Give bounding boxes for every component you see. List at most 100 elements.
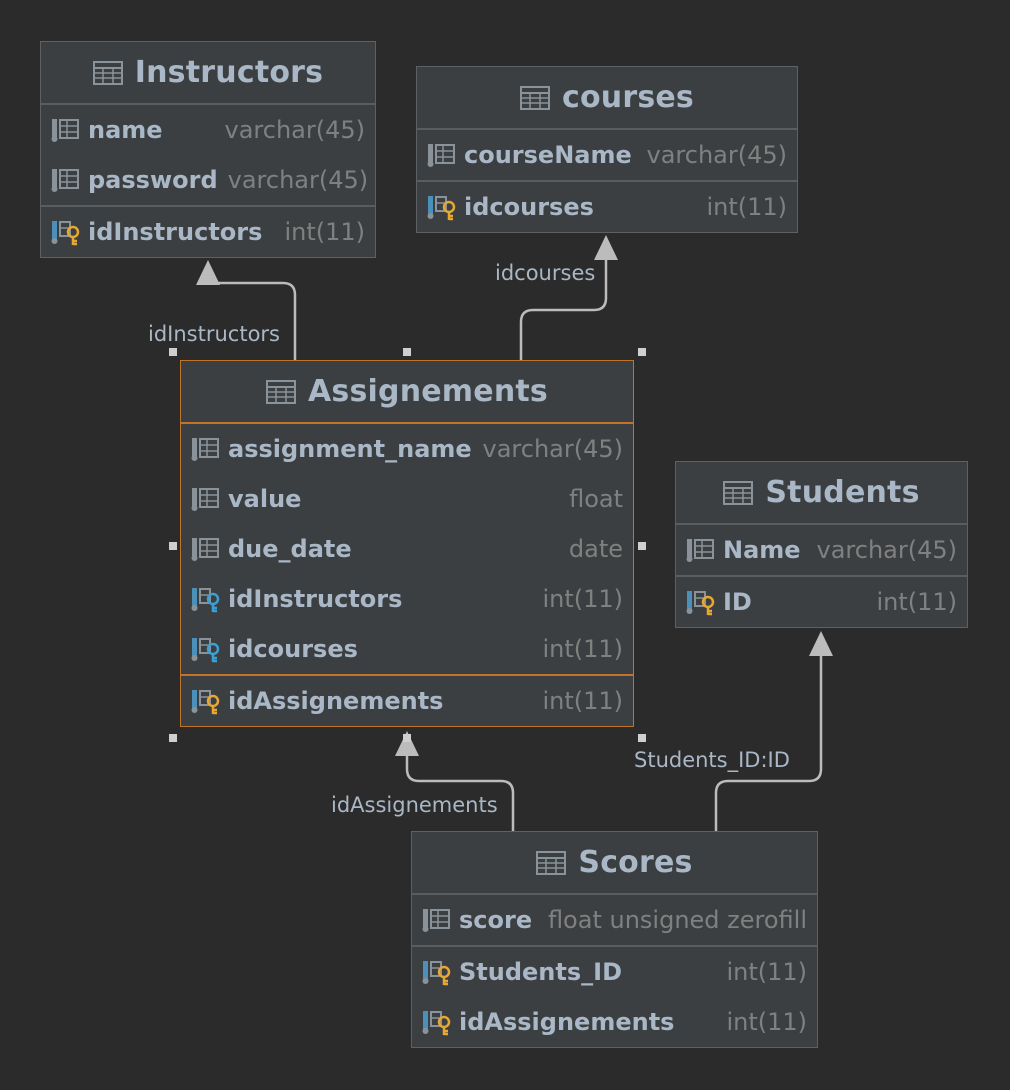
- selection-handle[interactable]: [638, 542, 646, 550]
- column-section: Name varchar(45): [676, 525, 967, 575]
- column-row[interactable]: assignment_name varchar(45): [181, 424, 633, 474]
- column-icon: [421, 907, 453, 933]
- column-row[interactable]: courseName varchar(45): [417, 130, 797, 180]
- table-scores[interactable]: Scores score float unsigned zerofill Stud…: [411, 831, 818, 1048]
- column-icon: [50, 167, 82, 193]
- column-name: assignment_name: [228, 435, 472, 463]
- selection-handle[interactable]: [169, 734, 177, 742]
- column-row[interactable]: Name varchar(45): [676, 525, 967, 575]
- column-name: password: [88, 166, 218, 194]
- key-section: idInstructors int(11): [41, 205, 375, 257]
- column-type: varchar(45): [646, 141, 788, 169]
- column-icon: [50, 117, 82, 143]
- column-type: int(11): [542, 585, 623, 613]
- table-icon: [92, 60, 123, 85]
- selection-handle[interactable]: [638, 348, 646, 356]
- table-icon: [723, 480, 754, 505]
- column-name: Name: [723, 536, 801, 564]
- primary-key-icon: [50, 219, 82, 246]
- column-name: idAssignements: [459, 1008, 675, 1036]
- column-type: int(11): [542, 635, 623, 663]
- column-name: idcourses: [464, 193, 594, 221]
- relation-label: idcourses: [495, 261, 596, 285]
- column-name: idAssignements: [228, 687, 444, 715]
- column-section: courseName varchar(45): [417, 130, 797, 180]
- column-icon: [190, 436, 222, 462]
- column-type: float unsigned zerofill: [547, 906, 807, 934]
- primary-foreign-key-icon: [421, 1009, 453, 1036]
- column-name: name: [88, 116, 163, 144]
- table-header: Scores: [412, 832, 817, 895]
- column-name: idInstructors: [228, 585, 403, 613]
- column-row[interactable]: idAssignements int(11): [412, 997, 817, 1047]
- column-row[interactable]: score float unsigned zerofill: [412, 895, 817, 945]
- selection-handle[interactable]: [169, 542, 177, 550]
- column-icon: [685, 537, 717, 563]
- selection-handle[interactable]: [169, 348, 177, 356]
- table-header: courses: [417, 67, 797, 130]
- column-type: float: [569, 485, 623, 513]
- relation-arrowhead: [395, 731, 419, 756]
- column-name: value: [228, 485, 302, 513]
- relation-line-scores-assignements[interactable]: [405, 756, 515, 831]
- table-title: Instructors: [134, 55, 324, 90]
- selection-handle[interactable]: [638, 734, 646, 742]
- column-icon: [190, 486, 222, 512]
- column-row[interactable]: password varchar(45): [41, 155, 375, 205]
- primary-key-icon: [190, 688, 222, 715]
- column-section: assignment_name varchar(45) value float du…: [181, 424, 633, 674]
- column-row[interactable]: idcourses int(11): [181, 624, 633, 674]
- column-name: Students_ID: [459, 958, 622, 986]
- relation-line-assignements-courses[interactable]: [519, 260, 608, 360]
- table-title: Students: [765, 475, 920, 510]
- column-type: varchar(45): [227, 166, 369, 194]
- column-type: varchar(45): [482, 435, 624, 463]
- primary-key-icon: [426, 194, 458, 221]
- column-type: int(11): [284, 218, 365, 246]
- column-type: int(11): [726, 1008, 807, 1036]
- relation-label: idAssignements: [331, 793, 498, 817]
- relation-arrowhead: [809, 631, 833, 656]
- column-row[interactable]: idInstructors int(11): [41, 207, 375, 257]
- column-name: idcourses: [228, 635, 358, 663]
- table-header: Instructors: [41, 42, 375, 105]
- column-name: score: [459, 906, 533, 934]
- selection-handle[interactable]: [403, 734, 411, 742]
- table-title: Scores: [578, 845, 693, 880]
- primary-key-icon: [685, 589, 717, 616]
- column-name: idInstructors: [88, 218, 263, 246]
- column-row[interactable]: idInstructors int(11): [181, 574, 633, 624]
- selection-handle[interactable]: [403, 348, 411, 356]
- table-title: Assignements: [308, 374, 548, 409]
- column-type: varchar(45): [816, 536, 958, 564]
- relation-arrowhead: [594, 235, 618, 260]
- table-header: Students: [676, 462, 967, 525]
- column-section: score float unsigned zerofill: [412, 895, 817, 945]
- relation-label: idInstructors: [148, 322, 280, 346]
- column-row[interactable]: value float: [181, 474, 633, 524]
- column-name: courseName: [464, 141, 632, 169]
- table-assignements[interactable]: Assignements assignment_name varchar(45) …: [180, 360, 634, 727]
- foreign-key-icon: [190, 636, 222, 663]
- table-header: Assignements: [181, 361, 633, 424]
- table-icon: [519, 85, 550, 110]
- relation-line-scores-students[interactable]: [714, 656, 823, 831]
- table-title: courses: [561, 80, 694, 115]
- column-icon: [426, 142, 458, 168]
